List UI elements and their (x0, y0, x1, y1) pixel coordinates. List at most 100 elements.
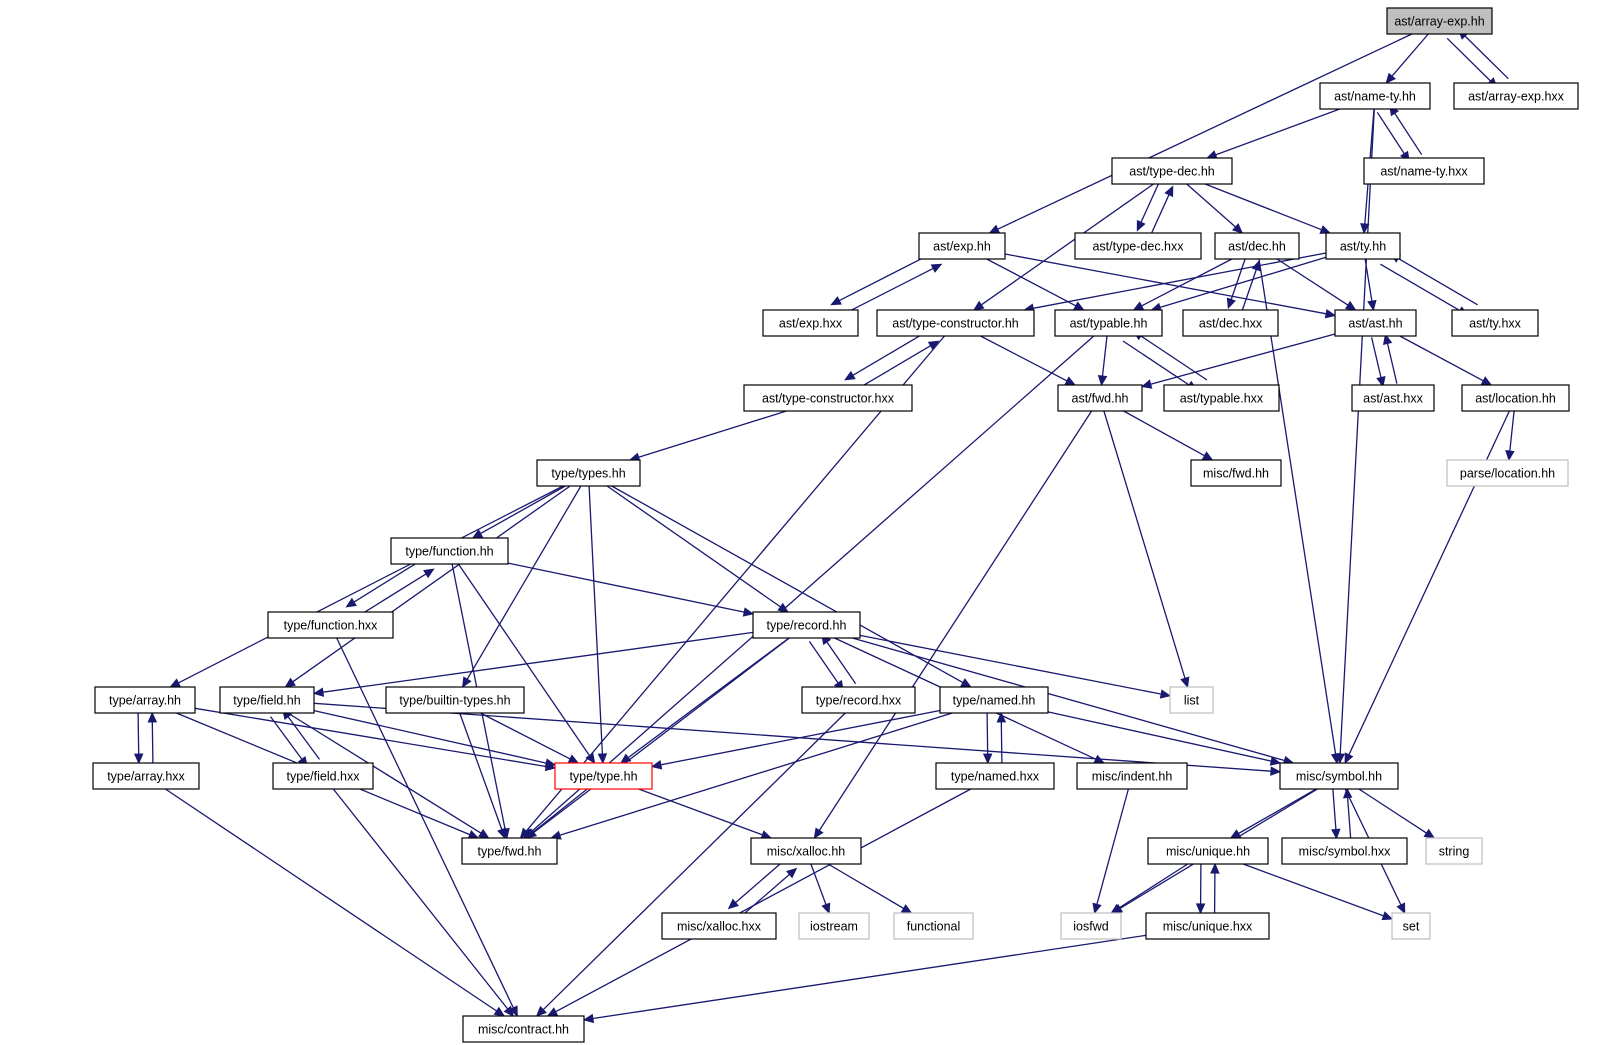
node-array-hxx[interactable]: type/array.hxx (92, 762, 200, 790)
node-typable-hh[interactable]: ast/typable.hh (1054, 309, 1163, 337)
node-function-hh[interactable]: type/function.hh (390, 537, 509, 565)
node-box (267, 611, 394, 639)
node-dec-hh[interactable]: ast/dec.hh (1214, 232, 1300, 260)
node-box (1057, 384, 1143, 412)
node-symbol-hxx[interactable]: misc/symbol.hxx (1281, 837, 1408, 865)
node-record-hh[interactable]: type/record.hh (752, 611, 861, 639)
node-ty-hxx[interactable]: ast/ty.hxx (1451, 309, 1539, 337)
node-named-hh[interactable]: type/named.hh (939, 686, 1049, 714)
edge-ty_hh-to-ast_hh (1364, 258, 1377, 312)
node-label: type/type.hh (569, 770, 637, 784)
edge-type_dec_hh-to-type_constructor_hh (972, 183, 1154, 311)
node-field-hh[interactable]: type/field.hh (219, 686, 315, 714)
node-type-fwd-hh[interactable]: type/fwd.hh (461, 837, 558, 865)
edge-named_hh-to-symbol_hh (1047, 711, 1282, 766)
node-dec-hxx[interactable]: ast/dec.hxx (1182, 309, 1279, 337)
edge-types_hh-to-type_hh (588, 485, 608, 765)
node-box (1319, 82, 1431, 110)
edge-exp_hxx-to-exp_hh (840, 263, 943, 316)
node-record-hxx[interactable]: type/record.hxx (801, 686, 916, 714)
node-misc-fwd-hh[interactable]: misc/fwd.hh (1190, 459, 1282, 487)
node-box (661, 912, 777, 940)
node-type-constructor-hh[interactable]: ast/type-constructor.hh (876, 309, 1035, 337)
node-xalloc-hh[interactable]: misc/xalloc.hh (750, 837, 862, 865)
node-label: misc/indent.hh (1092, 770, 1173, 784)
node-box (1363, 157, 1485, 185)
edge-dec_hh-to-symbol_hh (1258, 258, 1341, 765)
node-exp-hh[interactable]: ast/exp.hh (918, 232, 1006, 260)
node-box (1446, 459, 1569, 487)
edge-xalloc_hxx-to-xalloc_hh (739, 867, 798, 918)
node-box (1060, 912, 1122, 940)
edge-field_hh-to-type_fwd_hh (287, 712, 490, 839)
node-symbol-hh[interactable]: misc/symbol.hh (1279, 762, 1399, 790)
node-name-ty-hxx[interactable]: ast/name-ty.hxx (1363, 157, 1485, 185)
edge-symbol_hh-to-symbol_hxx (1331, 789, 1341, 840)
node-box (1281, 837, 1408, 865)
node-contract-hh[interactable]: misc/contract.hh (462, 1015, 585, 1043)
node-builtin-types-hh[interactable]: type/builtin-types.hh (385, 686, 525, 714)
node-name-ty-hh[interactable]: ast/name-ty.hh (1319, 82, 1431, 110)
edge-named_hxx-to-named_hh (996, 711, 1007, 763)
edge-ty_hh-to-typable_hh (1150, 256, 1327, 312)
node-function-hxx[interactable]: type/function.hxx (267, 611, 394, 639)
node-label: ast/exp.hh (933, 240, 991, 254)
node-ast-hxx[interactable]: ast/ast.hxx (1351, 384, 1435, 412)
edge-named_hxx-to-contract_hh (546, 788, 972, 1017)
edges-layer (133, 28, 1515, 1024)
node-unique-hh[interactable]: misc/unique.hh (1147, 837, 1269, 865)
node-type-constructor-hxx[interactable]: ast/type-constructor.hxx (743, 384, 913, 412)
node-type-hh[interactable]: type/type.hh (554, 762, 653, 790)
node-type-dec-hh[interactable]: ast/type-dec.hh (1111, 157, 1233, 185)
edge-builtin_types_hh-to-type_fwd_hh (459, 712, 507, 840)
node-label: ast/exp.hxx (779, 317, 843, 331)
node-xalloc-hxx[interactable]: misc/xalloc.hxx (661, 912, 777, 940)
node-named-hxx[interactable]: type/named.hxx (935, 762, 1055, 790)
edge-field_hxx-to-field_hh (281, 708, 321, 760)
node-typable-hxx[interactable]: ast/typable.hxx (1163, 384, 1280, 412)
node-indent-hh[interactable]: misc/indent.hh (1076, 762, 1188, 790)
node-exp-hxx[interactable]: ast/exp.hxx (762, 309, 859, 337)
node-label: list (1184, 694, 1200, 708)
node-array-exp-hxx[interactable]: ast/array-exp.hxx (1453, 82, 1579, 110)
node-label: misc/xalloc.hh (767, 845, 846, 859)
edge-array_hxx-to-array_hh (147, 711, 158, 763)
node-box (1325, 232, 1401, 260)
edge-exp_hh-to-ast_hh (1004, 253, 1337, 319)
node-label: ast/type-dec.hxx (1092, 240, 1184, 254)
node-field-hxx[interactable]: type/field.hxx (272, 762, 374, 790)
node-box (876, 309, 1035, 337)
edge-type_dec_hxx-to-type_dec_hh (1149, 185, 1174, 236)
node-location-hh[interactable]: ast/location.hh (1461, 384, 1570, 412)
node-box (798, 912, 870, 940)
node-box (1145, 912, 1270, 940)
node-box (1163, 384, 1280, 412)
node-label: set (1403, 920, 1420, 934)
node-array-hh[interactable]: type/array.hh (94, 686, 196, 714)
node-label: type/builtin-types.hh (399, 694, 510, 708)
edge-array_exp_hh-to-name_ty_hh (1385, 33, 1429, 84)
edge-ast_hxx-to-ast_hh (1382, 333, 1398, 384)
node-box (939, 686, 1049, 714)
edge-ast_hh-to-ast_hxx (1370, 337, 1386, 388)
node-label: type/field.hxx (287, 770, 361, 784)
node-label: ast/typable.hh (1070, 317, 1148, 331)
edge-unique_hh-to-iosfwd (1110, 863, 1189, 914)
edge-field_hxx-to-contract_hh (332, 788, 514, 1017)
node-ast-hh[interactable]: ast/ast.hh (1334, 309, 1417, 337)
node-type-dec-hxx[interactable]: ast/type-dec.hxx (1074, 232, 1202, 260)
node-ast-fwd-hh[interactable]: ast/fwd.hh (1057, 384, 1143, 412)
edge-dec_hh-to-ast_hh (1276, 258, 1357, 311)
edge-ast_fwd_hh-to-xalloc_hh (813, 410, 1093, 840)
node-label: ast/name-ty.hh (1334, 90, 1416, 104)
node-label: ast/ast.hh (1348, 317, 1402, 331)
node-label: ast/ty.hh (1340, 240, 1386, 254)
node-box (1279, 762, 1399, 790)
node-ty-hh[interactable]: ast/ty.hh (1325, 232, 1401, 260)
node-array-exp-hh[interactable]: ast/array-exp.hh (1386, 7, 1493, 35)
node-unique-hxx[interactable]: misc/unique.hxx (1145, 912, 1270, 940)
node-types-hh[interactable]: type/types.hh (536, 459, 641, 487)
node-box (1190, 459, 1282, 487)
node-label: ast/ty.hxx (1469, 317, 1522, 331)
